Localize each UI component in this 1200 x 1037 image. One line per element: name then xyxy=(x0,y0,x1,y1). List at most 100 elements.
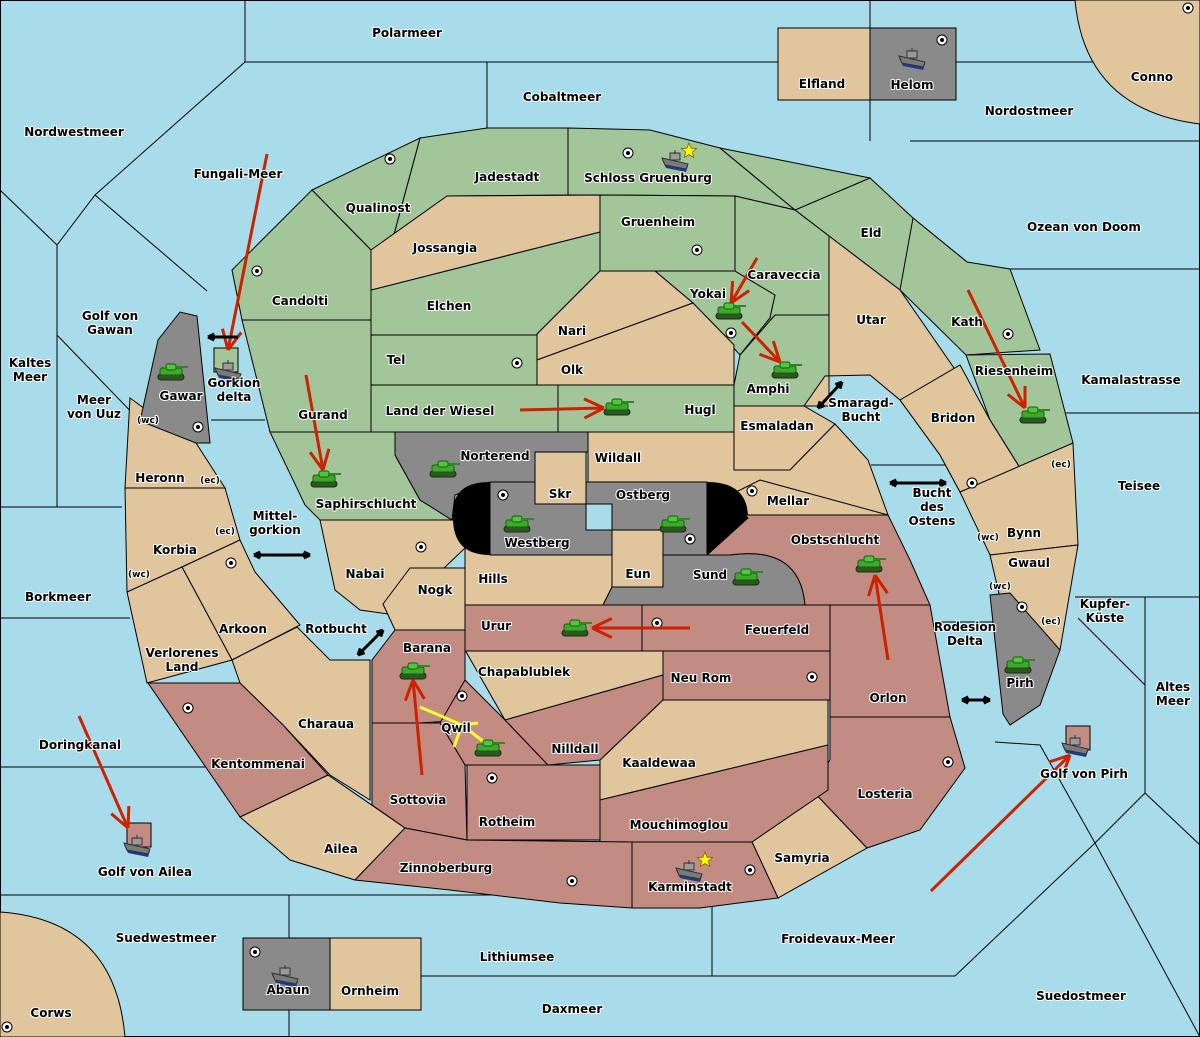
region-label: Jossangia xyxy=(412,241,477,255)
region-label: Ozean von Doom xyxy=(1027,220,1141,234)
region-label: Urur xyxy=(481,619,511,633)
army-tank-icon[interactable] xyxy=(732,568,763,586)
region-label: Norterend xyxy=(460,449,529,463)
region-label: Nilldall xyxy=(551,742,598,756)
region-label: Amphi xyxy=(746,382,789,396)
region-label: Hugl xyxy=(684,403,715,417)
coast-tag: (wc) xyxy=(128,570,150,580)
region-kentommenai[interactable] xyxy=(147,682,329,818)
region-label: Teisee xyxy=(1118,479,1160,493)
army-tank-icon[interactable] xyxy=(659,515,690,533)
region-label: Lithiumsee xyxy=(480,950,555,964)
region-label: Gurand xyxy=(298,408,348,422)
double-arrow-icon xyxy=(253,550,311,560)
region-jossangia[interactable] xyxy=(370,194,601,291)
region-label: Tel xyxy=(387,353,406,367)
region-label: Caraveccia xyxy=(747,268,820,282)
region-karminstadt[interactable] xyxy=(631,841,779,909)
supply-center-icon xyxy=(1016,601,1028,613)
region-label: Froidevaux-Meer xyxy=(781,932,895,946)
supply-center-icon xyxy=(942,756,954,768)
region-corws[interactable] xyxy=(0,911,126,1037)
double-arrow-icon xyxy=(961,695,991,705)
region-label: Zinnoberburg xyxy=(400,861,492,875)
region-label: Bynn xyxy=(1007,526,1041,540)
army-tank-icon[interactable] xyxy=(503,515,534,533)
region-label: Arkoon xyxy=(219,622,267,636)
supply-center-icon xyxy=(744,864,756,876)
region-label: Nordwestmeer xyxy=(24,125,124,139)
region-elfland[interactable] xyxy=(777,27,871,101)
double-arrow-icon xyxy=(816,380,844,410)
region-label: Land xyxy=(166,660,199,674)
region-label: Altes xyxy=(1156,680,1190,694)
region-label: Neu Rom xyxy=(671,671,732,685)
region-label: Golf von Pirh xyxy=(1040,767,1128,781)
fleet-ship-icon[interactable] xyxy=(123,835,151,857)
region-label: Borkmeer xyxy=(25,590,91,604)
support-order-line xyxy=(419,705,489,748)
region-label: Esmaladan xyxy=(740,419,813,433)
region-label: Ostberg xyxy=(616,488,670,502)
army-tank-icon[interactable] xyxy=(603,398,634,416)
army-tank-icon[interactable] xyxy=(1004,656,1035,674)
double-arrow-icon xyxy=(889,478,947,488)
army-tank-icon[interactable] xyxy=(715,302,746,320)
fleet-ship-icon[interactable] xyxy=(214,360,242,382)
left-arrow-icon xyxy=(207,332,238,342)
labels-layer: PolarmeerCobaltmeerNordwestmeerFungali-M… xyxy=(8,25,1191,1021)
region-label: Barana xyxy=(403,641,451,655)
region-label: Küste xyxy=(1086,611,1125,625)
fleet-ship-icon[interactable] xyxy=(898,48,926,70)
army-tank-icon[interactable] xyxy=(1019,406,1050,424)
region-label: Jadestadt xyxy=(474,170,540,184)
region-label: Samyria xyxy=(774,851,829,865)
supply-center-icon xyxy=(1002,328,1014,340)
region-ornheim[interactable] xyxy=(329,937,422,1011)
fleet-ship-icon[interactable] xyxy=(271,965,299,987)
coast-tag: (wc) xyxy=(137,416,159,426)
army-tank-icon[interactable] xyxy=(855,555,886,573)
region-label: Mellar xyxy=(767,494,809,508)
army-tank-icon[interactable] xyxy=(474,739,505,757)
supply-center-icon xyxy=(622,147,634,159)
region-label: Hills xyxy=(478,572,508,586)
region-label: Bucht xyxy=(841,410,880,424)
army-tank-icon[interactable] xyxy=(561,619,592,637)
region-conno[interactable] xyxy=(1074,0,1200,125)
capital-star-icon xyxy=(680,141,698,159)
region-gorkion-delta[interactable] xyxy=(213,347,239,373)
fleet-ship-icon[interactable] xyxy=(1061,735,1089,757)
army-tank-icon[interactable] xyxy=(429,460,460,478)
region-label: Elchen xyxy=(427,299,472,313)
army-tank-icon[interactable] xyxy=(157,363,188,381)
region-nari[interactable] xyxy=(536,270,694,361)
supply-center-icon xyxy=(691,244,703,256)
fleet-ship-icon[interactable] xyxy=(675,860,703,882)
region-nilldall[interactable] xyxy=(504,674,664,766)
region-westberg[interactable] xyxy=(489,481,613,556)
army-tank-icon[interactable] xyxy=(399,662,430,680)
army-tank-icon[interactable] xyxy=(771,361,802,379)
region-olk[interactable] xyxy=(536,302,735,386)
fleet-ship-icon[interactable] xyxy=(661,150,689,172)
supply-center-icon xyxy=(725,327,737,339)
region-label: Nogk xyxy=(418,583,454,597)
region-label: Conno xyxy=(1131,70,1173,84)
supply-center-icon xyxy=(192,421,204,433)
move-order-arrow xyxy=(304,374,331,471)
region-label: Qwil xyxy=(441,721,471,735)
region-zinnoberburg[interactable] xyxy=(353,827,633,909)
supply-center-icon xyxy=(225,557,237,569)
double-arrow-icon xyxy=(356,628,385,657)
army-tank-icon[interactable] xyxy=(310,470,341,488)
region-label: Obstschlucht xyxy=(791,533,880,547)
region-mouchimoglou[interactable] xyxy=(599,744,829,843)
region-gruenheim[interactable] xyxy=(599,194,736,272)
region-nogk[interactable] xyxy=(382,567,466,631)
region-label: Delta xyxy=(947,634,983,648)
